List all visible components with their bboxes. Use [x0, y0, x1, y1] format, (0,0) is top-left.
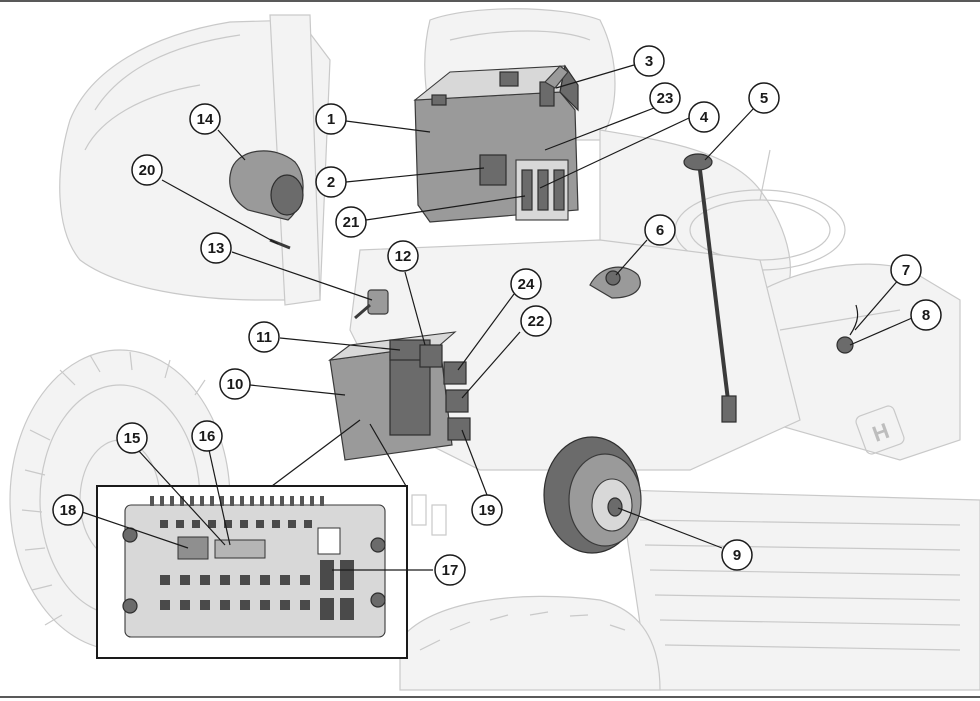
callout-15: 15 — [116, 422, 148, 454]
battery-terminal-key — [539, 65, 569, 107]
callout-label: 1 — [327, 111, 335, 128]
callout-3: 3 — [633, 45, 665, 77]
dash-switch — [836, 304, 859, 354]
connector-13 — [354, 289, 389, 320]
callout-label: 18 — [60, 502, 77, 519]
dipstick — [683, 153, 737, 423]
callout-label: 2 — [327, 174, 335, 191]
relay-block — [389, 339, 443, 368]
callout-24: 24 — [510, 268, 542, 300]
callout-label: 13 — [208, 240, 225, 257]
callout-16: 16 — [191, 420, 223, 452]
callout-label: 19 — [479, 502, 496, 519]
battery-fuse-holders — [515, 159, 569, 221]
callout-18: 18 — [52, 494, 84, 526]
callout-5: 5 — [748, 82, 780, 114]
callout-10: 10 — [219, 368, 251, 400]
callout-label: 9 — [733, 547, 741, 564]
callout-label: 17 — [442, 562, 459, 579]
callout-1: 1 — [315, 103, 347, 135]
callout-label: 16 — [199, 428, 216, 445]
callout-label: 7 — [902, 262, 910, 279]
callout-17: 17 — [434, 554, 466, 586]
callout-2: 2 — [315, 166, 347, 198]
callout-12: 12 — [387, 240, 419, 272]
callout-6: 6 — [644, 214, 676, 246]
callout-label: 6 — [656, 222, 664, 239]
callout-label: 10 — [227, 376, 244, 393]
pto-clutch — [543, 436, 642, 554]
leader-lines — [81, 64, 913, 571]
side-relays — [443, 361, 471, 441]
callout-20: 20 — [131, 154, 163, 186]
callout-4: 4 — [688, 101, 720, 133]
callout-23: 23 — [649, 82, 681, 114]
callout-label: 12 — [395, 248, 412, 265]
callout-label: 3 — [645, 53, 653, 70]
callout-14: 14 — [189, 103, 221, 135]
callout-21: 21 — [335, 206, 367, 238]
callout-label: 23 — [657, 90, 674, 107]
callout-7: 7 — [890, 254, 922, 286]
callout-label: 8 — [922, 307, 930, 324]
starter-solenoid — [229, 150, 304, 221]
callout-label: 20 — [139, 162, 156, 179]
callout-8: 8 — [910, 299, 942, 331]
callout-label: 14 — [197, 111, 214, 128]
callout-22: 22 — [520, 305, 552, 337]
callout-label: 24 — [518, 276, 535, 293]
fuse-board-inset — [96, 419, 408, 659]
callout-label: 4 — [700, 109, 709, 126]
callout-label: 5 — [760, 90, 768, 107]
callout-9: 9 — [721, 539, 753, 571]
callout-11: 11 — [248, 321, 280, 353]
callout-13: 13 — [200, 232, 232, 264]
callout-label: 22 — [528, 313, 545, 330]
battery-relay — [479, 154, 507, 186]
callout-19: 19 — [471, 494, 503, 526]
sensor-switch — [589, 266, 641, 299]
callout-label: 11 — [256, 329, 272, 346]
callout-label: 15 — [124, 430, 141, 447]
callout-label: 21 — [343, 214, 360, 231]
